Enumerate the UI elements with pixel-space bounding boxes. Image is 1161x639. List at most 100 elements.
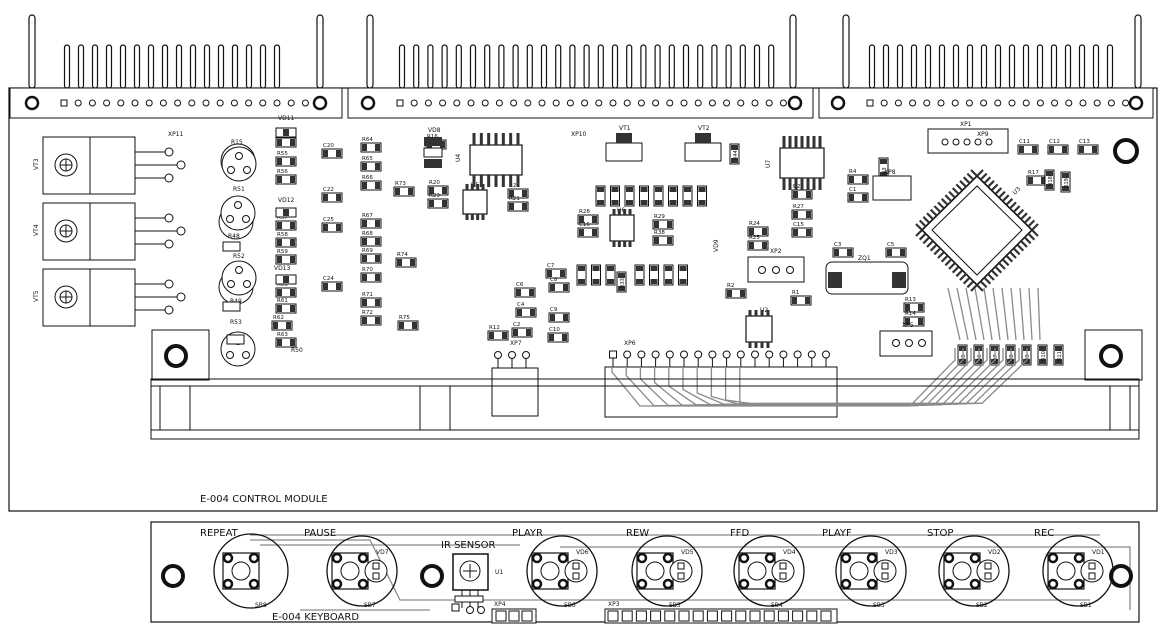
ic-pin — [628, 241, 632, 247]
xp3-pad — [621, 610, 633, 622]
xp11-label: XP11 — [168, 131, 184, 138]
smd-resistor — [697, 185, 707, 207]
pad-round — [623, 350, 632, 359]
led — [564, 559, 588, 583]
xp3-pad — [607, 610, 619, 622]
smd-pad — [626, 187, 633, 192]
trimmer-label: R50 — [291, 347, 303, 354]
key-switch-cap — [645, 561, 665, 581]
ic-pin — [812, 136, 816, 148]
smd-c2: C2 — [511, 322, 533, 338]
header-pin — [77, 44, 85, 89]
smd-resistor — [595, 185, 606, 207]
keyboard-title: E-004 KEYBOARD — [272, 612, 359, 623]
smd-label: R66 — [362, 175, 373, 181]
qfp-pin — [994, 187, 1003, 195]
smd-r64: R64 — [360, 137, 382, 153]
header-pin — [398, 44, 406, 89]
key-label: PAUSE — [304, 528, 336, 539]
key-led-ring — [326, 535, 398, 607]
led-label: VD1 — [1092, 549, 1105, 556]
ic-pin — [481, 214, 485, 220]
ic-pin — [754, 342, 758, 348]
key-pad — [1047, 552, 1059, 564]
qfp-pin — [926, 212, 934, 220]
mount-hole — [360, 95, 376, 111]
smd-resistor — [682, 185, 693, 207]
key-switch-cap — [747, 561, 767, 581]
ic-u3-microcontroller: U3 — [920, 174, 1034, 287]
smd-label: C20 — [323, 143, 334, 149]
smd-label: R23 — [429, 193, 440, 199]
header-pin — [105, 44, 113, 89]
led-pad — [881, 572, 889, 580]
smd-r4: R4 — [847, 169, 869, 185]
pad-round — [751, 99, 759, 107]
trimmer-pad — [227, 280, 235, 288]
key-led-ring — [835, 535, 907, 607]
smd-r21: R21 — [507, 196, 529, 212]
transistor-vt5: VT5 — [33, 268, 186, 327]
led-pad — [677, 572, 685, 580]
trimmer-pad — [243, 280, 251, 288]
smd-r67: R67 — [360, 213, 382, 229]
smd-label: C11 — [1019, 139, 1030, 145]
key-switch-cap — [540, 561, 560, 581]
key-pad — [1047, 578, 1059, 590]
trace — [1001, 287, 1009, 341]
smd-resistor — [668, 185, 678, 207]
header-pin — [526, 44, 533, 89]
header-pin — [668, 44, 675, 89]
qfp-pin — [944, 258, 953, 267]
pad-round — [666, 99, 674, 107]
smd-label: R75 — [399, 315, 410, 321]
ic-pin — [494, 175, 498, 187]
trace — [947, 287, 961, 341]
ic-pin — [760, 342, 764, 348]
pad-round — [188, 99, 196, 107]
qfp-pin — [979, 280, 988, 289]
pad-round — [410, 99, 418, 107]
smd-r17: R17 — [1026, 170, 1048, 186]
key-pad — [764, 578, 776, 590]
long-pin — [316, 14, 324, 89]
led — [364, 559, 388, 583]
xp3-pad — [749, 610, 761, 622]
qfp-pin — [918, 232, 927, 241]
vt2-label: VT2 — [698, 125, 710, 132]
smd-resistor — [678, 264, 688, 286]
pad-square — [609, 350, 617, 359]
ic-pin — [617, 209, 621, 215]
pad-round — [708, 350, 717, 359]
diode-band — [283, 209, 289, 216]
ic-pin — [501, 133, 505, 145]
header-pin — [161, 44, 169, 89]
smd-resistor — [576, 264, 587, 286]
ic-pin — [476, 184, 480, 190]
smd-r29: R29 — [652, 214, 674, 230]
ic-pin — [516, 175, 520, 187]
led-label: VD6 — [576, 549, 589, 556]
qfp-pin — [959, 273, 967, 281]
smd-r19: R19 — [1060, 171, 1071, 193]
smd-r27: R27 — [791, 204, 813, 220]
pad-round — [680, 99, 688, 107]
smd-label: C8 — [550, 277, 558, 283]
pad-round — [923, 99, 931, 107]
smd-label: C9 — [550, 307, 558, 313]
qfp-pin — [987, 180, 995, 188]
qfp-pin — [1001, 258, 1010, 267]
pad-round — [174, 99, 182, 107]
pad-round — [651, 350, 660, 359]
ic-pin — [479, 133, 483, 145]
smd-pad — [650, 266, 658, 271]
trimmer-pad — [235, 152, 243, 160]
